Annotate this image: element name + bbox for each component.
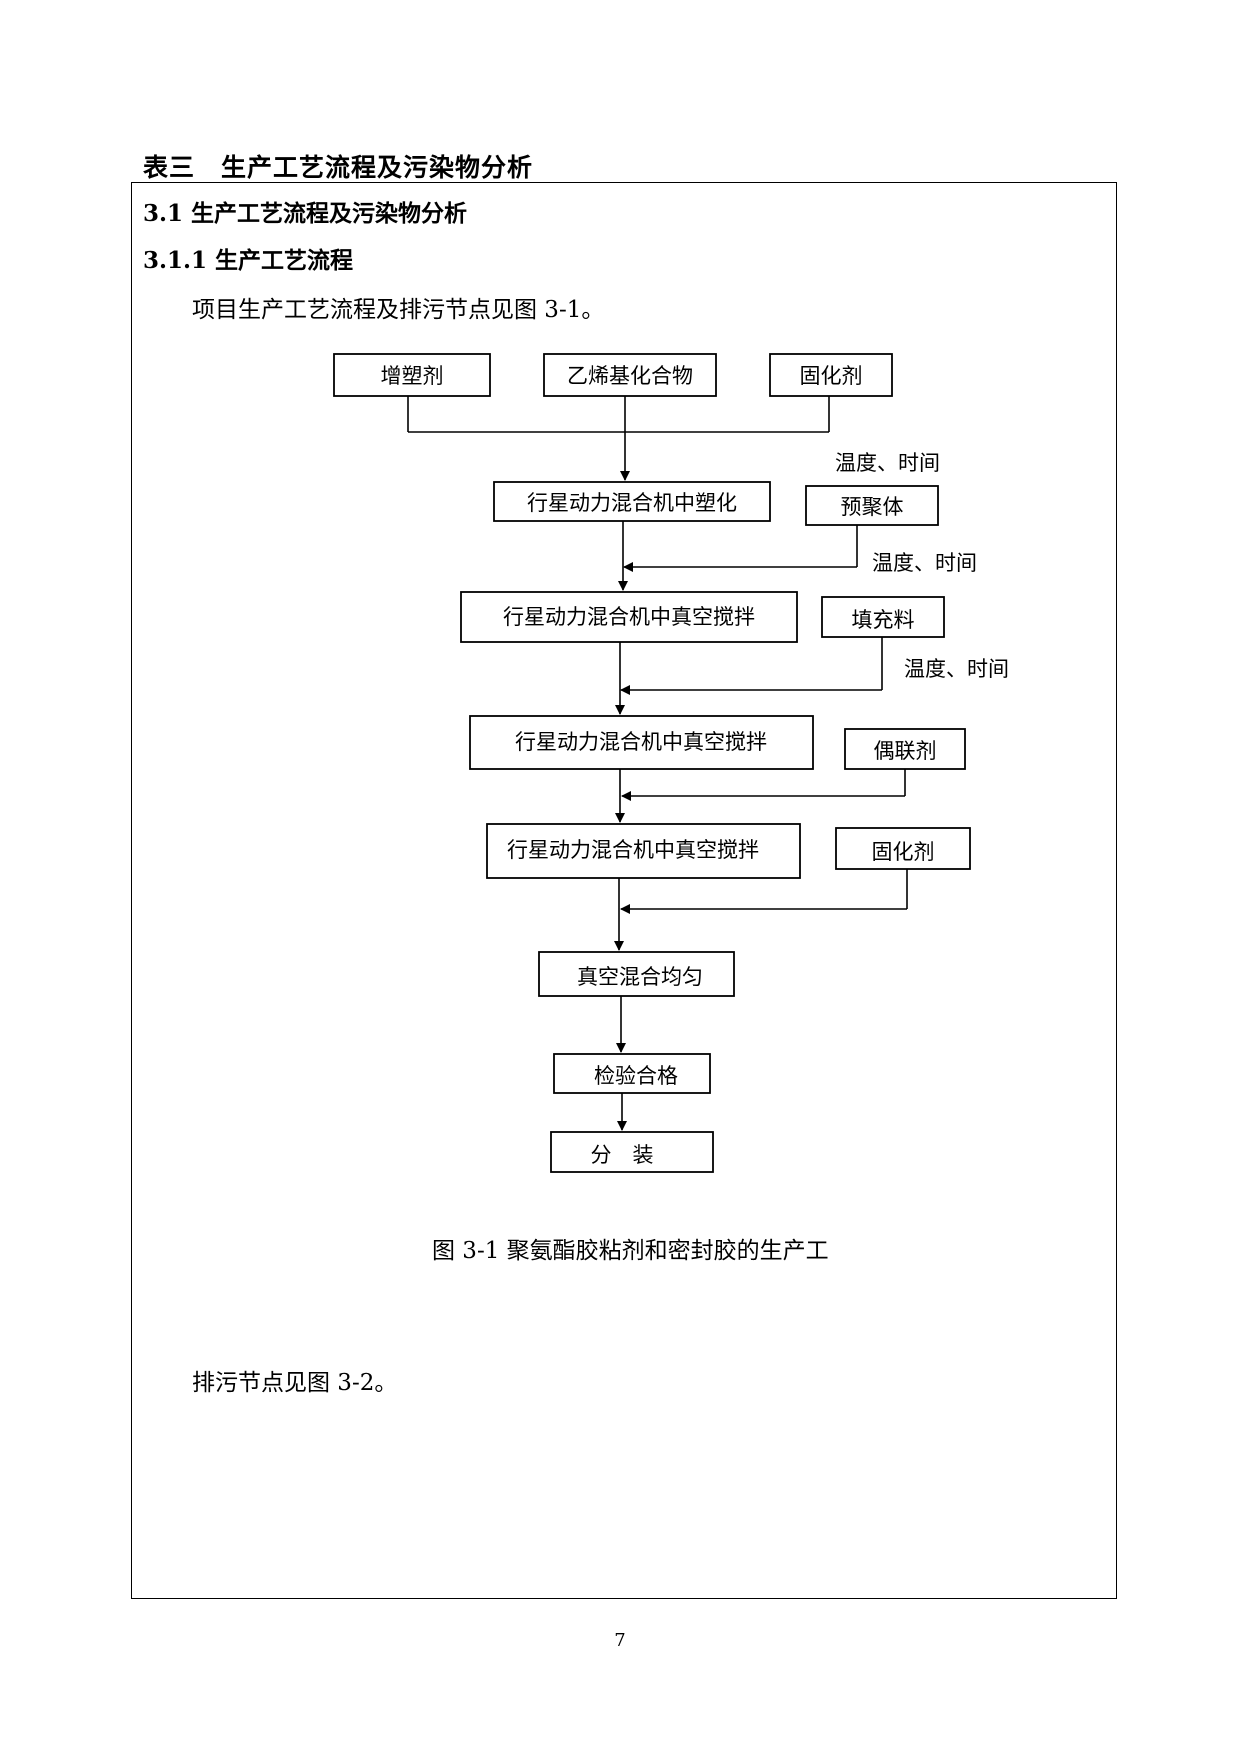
side-input-filler: 填充料 [821,596,945,638]
input-vinyl-compound-label: 乙烯基化合物 [567,364,693,388]
heading-3-1-1: 3.1.1 生产工艺流程 [143,247,354,274]
figure-caption: 图 3-1 聚氨酯胶粘剂和密封胶的生产工 [432,1238,829,1264]
side-input-coupling-agent: 偶联剂 [844,728,966,770]
section-title: 表三 生产工艺流程及污染物分析 [143,153,534,182]
content-frame [131,182,1117,1599]
side-input-coupling-agent-label: 偶联剂 [874,739,937,763]
discharge-paragraph: 排污节点见图 3-2。 [192,1370,398,1396]
heading-3-1: 3.1 生产工艺流程及污染物分析 [143,200,468,227]
condition-label-3: 温度、时间 [904,657,1009,681]
step-vacuum-stir-2: 行星动力混合机中真空搅拌 [469,715,814,770]
step-vacuum-stir-3-label: 行星动力混合机中真空搅拌 [507,838,759,862]
side-input-prepolymer-label: 预聚体 [841,495,904,519]
step-vacuum-stir-2-label: 行星动力混合机中真空搅拌 [515,730,767,754]
side-input-prepolymer: 预聚体 [805,485,939,526]
step-packaging-label: 分 装 [591,1143,654,1167]
step-inspection: 检验合格 [553,1053,711,1094]
side-input-curing-agent-2: 固化剂 [835,827,971,870]
input-plasticizer-label: 增塑剂 [381,364,444,388]
side-input-curing-agent-2-label: 固化剂 [872,840,935,864]
step-vacuum-stir-1: 行星动力混合机中真空搅拌 [460,591,798,643]
step-plasticizing-label: 行星动力混合机中塑化 [527,491,737,515]
condition-label-1: 温度、时间 [835,451,940,475]
step-vacuum-stir-1-label: 行星动力混合机中真空搅拌 [503,605,755,629]
step-packaging: 分 装 [550,1131,714,1173]
step-vacuum-mix: 真空混合均匀 [538,951,735,997]
side-input-filler-label: 填充料 [852,608,915,632]
input-curing-agent-1: 固化剂 [769,353,893,397]
step-inspection-label: 检验合格 [594,1064,678,1088]
intro-paragraph: 项目生产工艺流程及排污节点见图 3-1。 [192,297,605,323]
condition-label-2: 温度、时间 [872,551,977,575]
input-curing-agent-1-label: 固化剂 [800,364,863,388]
page-number: 7 [614,1630,626,1651]
input-vinyl-compound: 乙烯基化合物 [543,353,717,397]
input-plasticizer: 增塑剂 [333,353,491,397]
step-plasticizing: 行星动力混合机中塑化 [493,481,771,522]
step-vacuum-mix-label: 真空混合均匀 [577,965,703,989]
step-vacuum-stir-3: 行星动力混合机中真空搅拌 [486,823,801,879]
